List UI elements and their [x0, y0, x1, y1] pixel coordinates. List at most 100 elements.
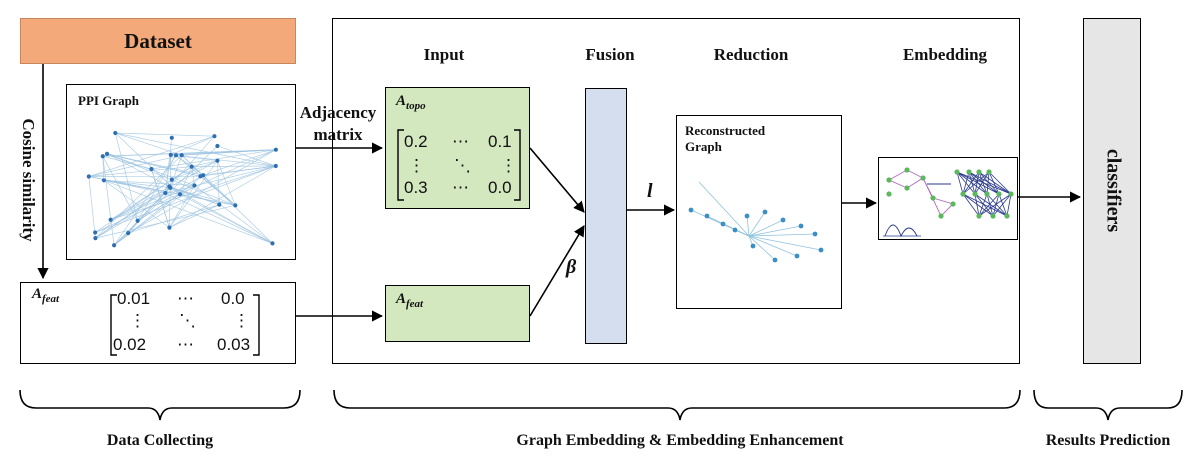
- fusion-bar: [585, 88, 627, 344]
- ppi-edge: [88, 176, 96, 239]
- feat-symbol-sub: feat: [42, 293, 60, 305]
- graph-embedding-label: Graph Embedding & Embedding Enhancement: [516, 432, 844, 449]
- stage-input-label: Input: [423, 45, 465, 64]
- feat-input-symbol-letter: A: [396, 291, 407, 307]
- emb-edge: [986, 171, 990, 195]
- emb-edge: [968, 171, 988, 195]
- emb-node: [938, 213, 944, 219]
- cosine-similarity-label: Cosine similarity: [19, 118, 38, 242]
- emb-edge: [992, 193, 1012, 217]
- adjacency-matrix-label: Adjacency matrix: [290, 102, 386, 146]
- ppi-edge: [95, 186, 170, 239]
- ppi-node: [212, 134, 217, 139]
- ppi-edge: [169, 185, 195, 228]
- beta-label: β: [566, 256, 577, 278]
- ppi-edge: [103, 180, 170, 228]
- ppi-edge: [102, 156, 105, 181]
- recon-node: [744, 213, 750, 219]
- dataset-label: Dataset: [124, 28, 192, 53]
- feat-cell-r2c3: ⋮: [233, 311, 250, 330]
- emb-node: [886, 177, 892, 183]
- ppi-edge: [181, 154, 273, 244]
- emb-edge: [962, 193, 994, 217]
- ppi-node: [111, 243, 117, 248]
- ppi-edge: [175, 155, 236, 206]
- topo-cell-r3c1: 0.3: [404, 178, 428, 197]
- emb-edge: [1006, 193, 1012, 217]
- ppi-edge: [169, 165, 276, 228]
- stage-embedding-label: Embedding: [902, 45, 988, 64]
- emb-node: [972, 191, 978, 197]
- ppi-edge: [88, 176, 236, 206]
- embedding-box: [878, 157, 1018, 240]
- emb-edge: [968, 171, 976, 195]
- ppi-node: [217, 202, 222, 207]
- graph-embedding-container: [332, 18, 1020, 364]
- emb-edge: [998, 193, 1008, 217]
- ppi-edge: [110, 185, 195, 221]
- ppi-node: [86, 174, 91, 179]
- adjacency-line1: Adjacency: [299, 103, 377, 122]
- recon-edge: [748, 211, 766, 237]
- emb-edge: [974, 171, 980, 195]
- topo-cell-r3c2: ⋯: [452, 178, 469, 197]
- emb-node: [960, 191, 966, 197]
- emb-node: [904, 185, 910, 191]
- topo-symbol-sub: topo: [406, 100, 426, 112]
- emb-edge: [974, 193, 980, 217]
- emb-node: [1008, 191, 1014, 197]
- ppi-edge: [170, 187, 220, 205]
- emb-edge: [974, 193, 994, 217]
- topo-symbol: Atopo: [396, 93, 426, 112]
- ppi-edge: [110, 166, 192, 221]
- recon-node: [780, 217, 786, 223]
- ppi-edge: [217, 160, 236, 206]
- topo-cell-r1c1: 0.2: [404, 132, 428, 151]
- ppi-edge: [114, 132, 138, 221]
- emb-edge: [974, 171, 990, 195]
- recon-edge: [746, 215, 750, 237]
- topo-symbol-letter: A: [396, 93, 407, 109]
- ppi-edge: [115, 132, 182, 156]
- feat-matrix-box: Afeat 0.01 ⋯ 0.0 ⋮ ⋱ ⋮ 0.02 ⋯ 0.03: [20, 282, 296, 364]
- ppi-node: [273, 163, 278, 169]
- feat-cell-r3c3: 0.03: [217, 335, 251, 354]
- ppi-edge: [110, 165, 276, 221]
- ppi-edge: [200, 149, 276, 177]
- ppi-edge: [128, 204, 220, 234]
- topo-cell-r1c3: 0.1: [488, 132, 512, 151]
- ppi-edge: [194, 185, 273, 244]
- emb-node: [984, 191, 990, 197]
- ppi-edge: [88, 135, 215, 177]
- recon-node: [812, 231, 818, 237]
- emb-edge: [974, 193, 1008, 217]
- ppi-edge: [95, 154, 182, 239]
- emb-edge: [978, 171, 988, 195]
- ppi-edge: [165, 192, 273, 244]
- results-prediction-label: Results Prediction: [1045, 432, 1171, 449]
- brace-results-prediction: [1033, 389, 1183, 421]
- emb-node: [886, 191, 892, 197]
- feat-to-fusion-arrow: [529, 225, 585, 317]
- feat-symbol: Afeat: [32, 286, 59, 305]
- ppi-edge: [165, 165, 276, 194]
- emb-node: [1004, 213, 1010, 219]
- recon-edge: [734, 229, 750, 237]
- feat-input-symbol: Afeat: [396, 291, 423, 310]
- feat-cell-r2c2: ⋱: [179, 311, 196, 330]
- emb-edge: [962, 193, 980, 217]
- ppi-edge: [169, 155, 183, 188]
- ppi-node: [270, 241, 275, 246]
- ppi-node: [177, 192, 183, 197]
- ppi-edge: [151, 168, 170, 228]
- ppi-node: [108, 217, 113, 222]
- ppi-node: [201, 173, 206, 178]
- reconstructed-graph-title: Reconstructed Graph: [685, 123, 765, 155]
- recon-node: [688, 207, 694, 213]
- feat-symbol-letter: A: [32, 286, 43, 302]
- emb-edge: [978, 193, 988, 217]
- ppi-edge: [102, 149, 276, 157]
- ppi-edge: [103, 179, 273, 244]
- reconstructed-graph-box: Reconstructed Graph: [676, 115, 842, 309]
- ppi-node: [126, 230, 131, 236]
